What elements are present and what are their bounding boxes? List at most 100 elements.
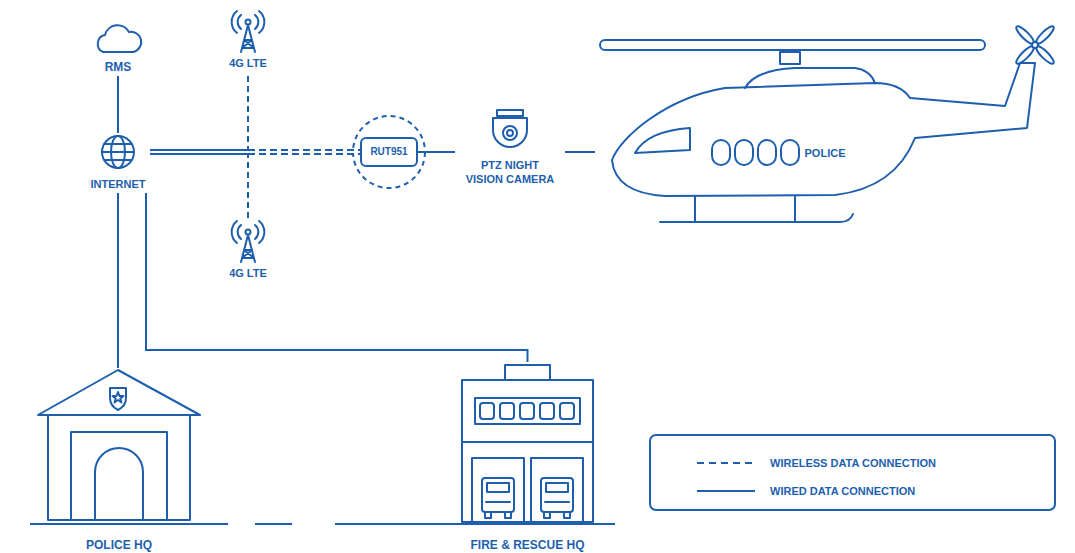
connector-line-inner [150, 151, 248, 153]
fire-part [480, 403, 494, 419]
heli-part [780, 50, 800, 64]
fire-part [520, 403, 534, 419]
node-label: POLICE [795, 146, 855, 160]
heli-part [745, 68, 875, 88]
connector-line [418, 151, 455, 153]
heli-part [660, 196, 853, 222]
tower-part [241, 235, 255, 262]
building-node: FIRE & RESCUE HQ [440, 362, 615, 553]
heli-part [635, 128, 690, 153]
connector-line [247, 152, 249, 218]
fire-part [485, 512, 491, 518]
fire-part [531, 458, 583, 522]
connector-line [117, 76, 119, 133]
heli-part [758, 140, 776, 165]
cloud-part [98, 25, 141, 52]
heli-part [712, 140, 730, 165]
connector [150, 72, 248, 152]
police-part [48, 415, 190, 520]
router-box: RUT951 [360, 137, 418, 167]
router-highlight-circle [353, 116, 425, 188]
camera-part [497, 110, 523, 116]
connector-line [248, 149, 360, 155]
node-label: 4G LTE [218, 266, 278, 280]
legend-sample [697, 462, 755, 464]
legend-label: WIRELESS DATA CONNECTION [770, 456, 936, 470]
connector-line-inner [248, 151, 360, 153]
node-label: RUT951 [362, 139, 416, 165]
fire-part [486, 501, 510, 503]
connector-line-inner [150, 151, 248, 153]
fire-part [560, 403, 574, 419]
heli-part [600, 40, 985, 50]
heli-part [781, 140, 799, 165]
fire-part [545, 501, 569, 503]
fire-part [462, 442, 593, 522]
node-label: POLICE HQ [33, 538, 205, 552]
tower-part [232, 11, 265, 33]
heli-part [612, 63, 1035, 196]
connector-line [117, 193, 119, 368]
tower-part [246, 20, 251, 25]
ground-line [30, 523, 615, 525]
heli-icon [595, 28, 1065, 238]
fire-part [462, 380, 593, 442]
tower-part [232, 221, 265, 243]
police-part [113, 392, 124, 403]
connector-line-inner [150, 151, 248, 153]
fire-icon [440, 362, 615, 553]
globe-node: INTERNET [86, 133, 150, 193]
camera-node: PTZ NIGHT VISION CAMERA [455, 108, 565, 192]
connector [418, 152, 455, 153]
connector [565, 152, 595, 153]
fire-part [564, 512, 570, 518]
connector-line [146, 193, 528, 362]
connector-line [150, 149, 248, 155]
police-part [71, 432, 167, 520]
connector [146, 193, 528, 362]
camera-part [507, 130, 513, 136]
legend-box [650, 435, 1055, 510]
tower-part [241, 25, 255, 52]
tower-part [246, 230, 251, 235]
fire-part [487, 483, 509, 492]
heli-part [735, 140, 753, 165]
camera-part [493, 118, 527, 147]
fire-part [500, 403, 514, 419]
tower-node: 4G LTE [218, 8, 278, 72]
heli-part [1032, 42, 1038, 48]
node-label: FIRE & RESCUE HQ [440, 538, 615, 552]
connector-line [150, 149, 248, 155]
connector-line [247, 72, 249, 152]
tower-node: 4G LTE [218, 218, 278, 282]
node-label: 4G LTE [218, 56, 278, 70]
node-label: PTZ NIGHT VISION CAMERA [462, 158, 558, 186]
fire-part [505, 365, 550, 380]
fire-part [472, 458, 524, 522]
fire-part [541, 478, 573, 512]
fire-part [475, 398, 580, 424]
police-part [38, 370, 200, 415]
cloud-node: RMS [93, 22, 143, 76]
camera-part [503, 126, 517, 140]
connector-line [150, 149, 248, 155]
node-label: INTERNET [86, 177, 150, 191]
police-part [110, 388, 126, 410]
legend-sample [697, 490, 755, 492]
connector [150, 152, 360, 153]
legend-label: WIRED DATA CONNECTION [770, 484, 915, 498]
globe-part [102, 144, 134, 160]
fire-part [505, 512, 511, 518]
connector [118, 193, 119, 368]
fire-part [482, 478, 514, 512]
helicopter-node: POLICE [595, 28, 1065, 238]
police-part [95, 448, 143, 520]
connector [150, 152, 248, 218]
connector [118, 76, 119, 133]
fire-part [544, 512, 550, 518]
globe-part [102, 136, 134, 168]
fire-part [546, 483, 568, 492]
